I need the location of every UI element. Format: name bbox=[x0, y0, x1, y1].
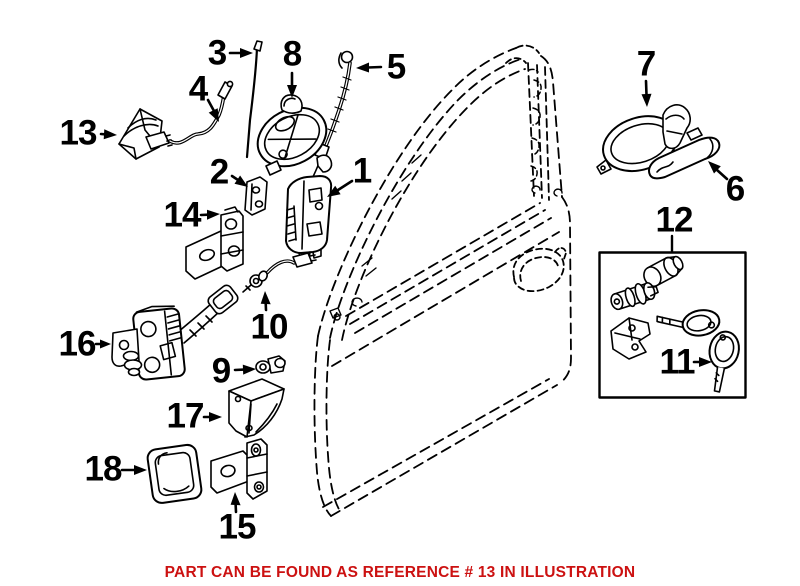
part-illustration-10 bbox=[242, 252, 317, 293]
part-illustration-2 bbox=[244, 176, 268, 216]
leader-arrow-1 bbox=[327, 179, 354, 197]
leader-arrow-6 bbox=[708, 161, 729, 181]
ref-label-5: 5 bbox=[386, 47, 406, 87]
ref-label-3: 3 bbox=[207, 33, 227, 73]
part-illustration-8 bbox=[256, 94, 333, 176]
ref-label-6: 6 bbox=[725, 169, 745, 209]
part-illustration-15 bbox=[210, 438, 268, 500]
leader-arrow-16 bbox=[94, 339, 111, 349]
leader-arrow-13 bbox=[99, 129, 117, 140]
leader-arrow-14 bbox=[199, 209, 220, 220]
ref-label-7: 7 bbox=[636, 44, 656, 84]
part-illustration-12-contents bbox=[610, 255, 684, 360]
part-illustration-18 bbox=[146, 443, 203, 504]
ref-label-16: 16 bbox=[58, 324, 97, 364]
leader-arrow-5 bbox=[356, 62, 383, 73]
part-illustration-3 bbox=[245, 40, 263, 159]
leader-arrow-18 bbox=[120, 465, 147, 475]
part-illustration-13 bbox=[118, 108, 173, 160]
door-outline bbox=[313, 44, 572, 517]
leader-arrow-8 bbox=[287, 71, 297, 98]
ref-label-14: 14 bbox=[163, 195, 202, 235]
part-illustration-14 bbox=[185, 206, 244, 280]
ref-label-8: 8 bbox=[282, 34, 302, 74]
leader-arrow-11 bbox=[692, 357, 712, 367]
leader-arrow-9 bbox=[233, 364, 256, 375]
ref-label-10: 10 bbox=[250, 307, 289, 347]
ref-label-9: 9 bbox=[211, 351, 231, 391]
part-illustration-6 bbox=[648, 127, 721, 180]
leader-arrows bbox=[94, 48, 729, 514]
leader-arrow-15 bbox=[230, 492, 241, 514]
leader-arrow-2 bbox=[230, 174, 248, 187]
part-illustration-16 bbox=[111, 284, 239, 381]
part-illustration-17 bbox=[228, 378, 285, 438]
ref-label-15: 15 bbox=[218, 507, 257, 547]
leader-arrow-17 bbox=[202, 412, 222, 422]
part-illustration-4 bbox=[168, 80, 234, 145]
ref-label-4: 4 bbox=[188, 69, 208, 109]
leader-arrow-10 bbox=[260, 291, 271, 312]
part-illustration-11-keys bbox=[656, 309, 740, 393]
ref-label-13: 13 bbox=[59, 113, 98, 153]
ref-label-11: 11 bbox=[659, 342, 696, 382]
ref-label-17: 17 bbox=[166, 396, 205, 436]
part-illustration-1 bbox=[285, 175, 333, 261]
ref-label-2: 2 bbox=[209, 152, 229, 192]
ref-label-12: 12 bbox=[655, 200, 694, 240]
ref-label-1: 1 bbox=[352, 151, 372, 191]
leader-arrow-7 bbox=[641, 79, 652, 107]
leader-arrow-4 bbox=[206, 98, 219, 122]
part-illustration-9 bbox=[255, 355, 286, 374]
leader-arrow-3 bbox=[228, 48, 253, 58]
ref-label-18: 18 bbox=[84, 449, 123, 489]
caption: PART CAN BE FOUND AS REFERENCE # 13 IN I… bbox=[164, 564, 636, 581]
